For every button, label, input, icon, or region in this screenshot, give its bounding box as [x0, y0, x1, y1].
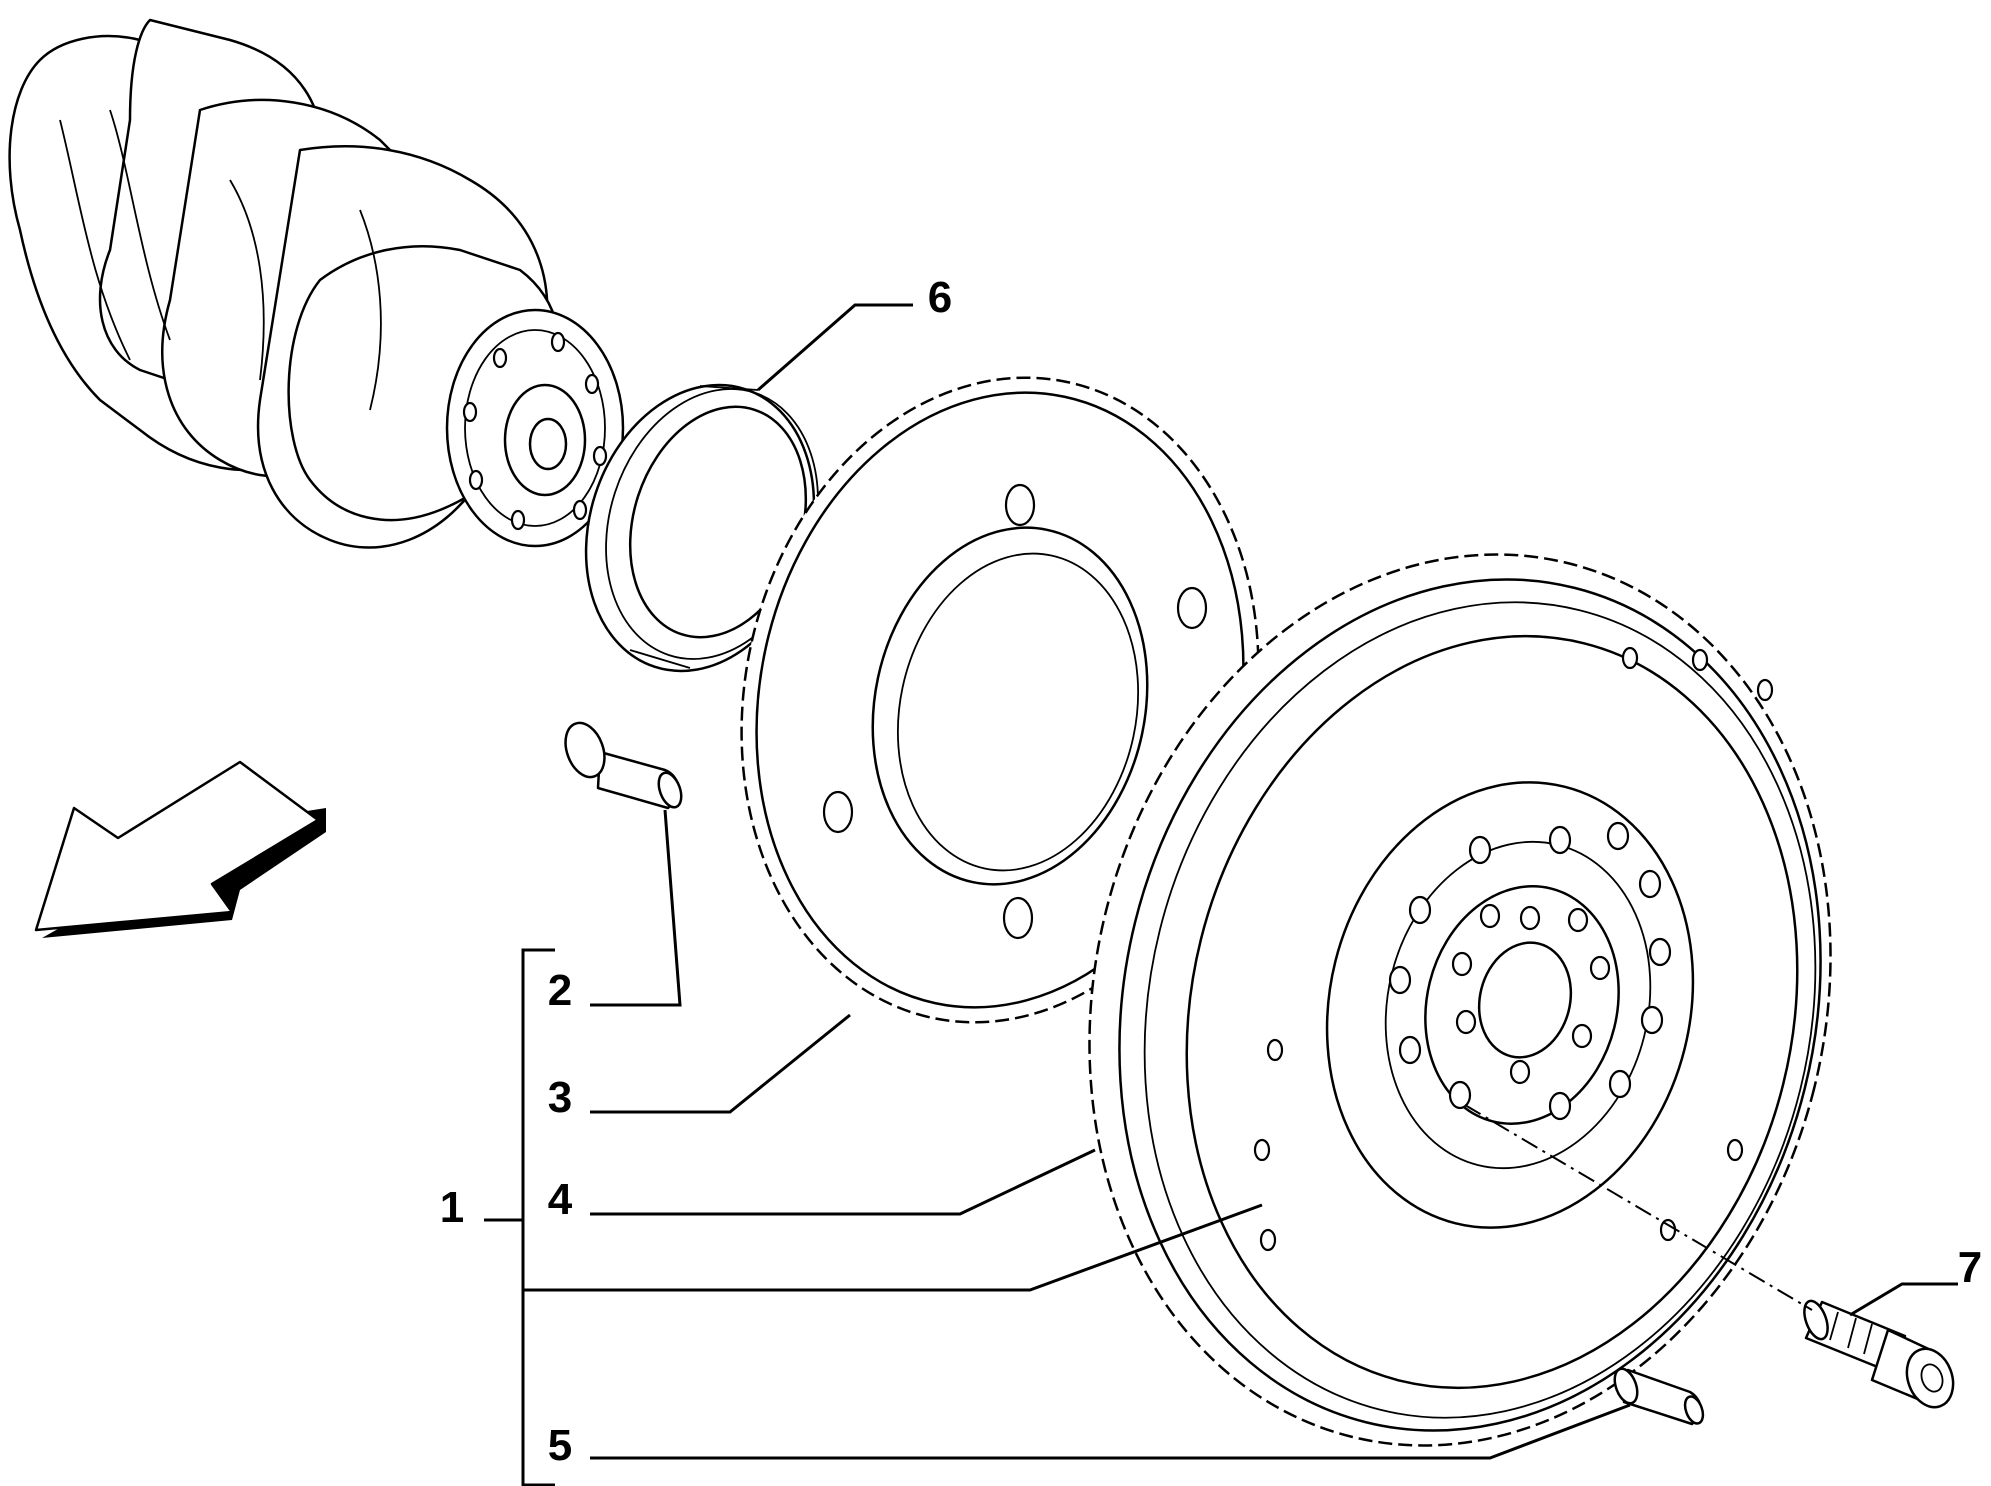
callout-7: 7 [1958, 1243, 1982, 1292]
pin-icon [1613, 1367, 1705, 1426]
bolt-icon [1803, 1299, 1955, 1409]
callout-labels: 6 2 3 4 1 5 7 [440, 273, 1982, 1470]
leader-lines [484, 303, 1958, 1486]
callout-6: 6 [928, 273, 952, 322]
callout-3: 3 [548, 1073, 572, 1122]
callout-2: 2 [548, 966, 572, 1015]
callout-5: 5 [548, 1421, 572, 1470]
crankshaft [8, 18, 625, 549]
callout-4: 4 [548, 1175, 573, 1224]
dowel-pin-icon [564, 721, 683, 810]
seal-ring-icon [584, 383, 819, 673]
callout-1: 1 [440, 1183, 464, 1232]
direction-arrow-icon [34, 760, 326, 938]
flywheel-icon [1088, 553, 1832, 1447]
